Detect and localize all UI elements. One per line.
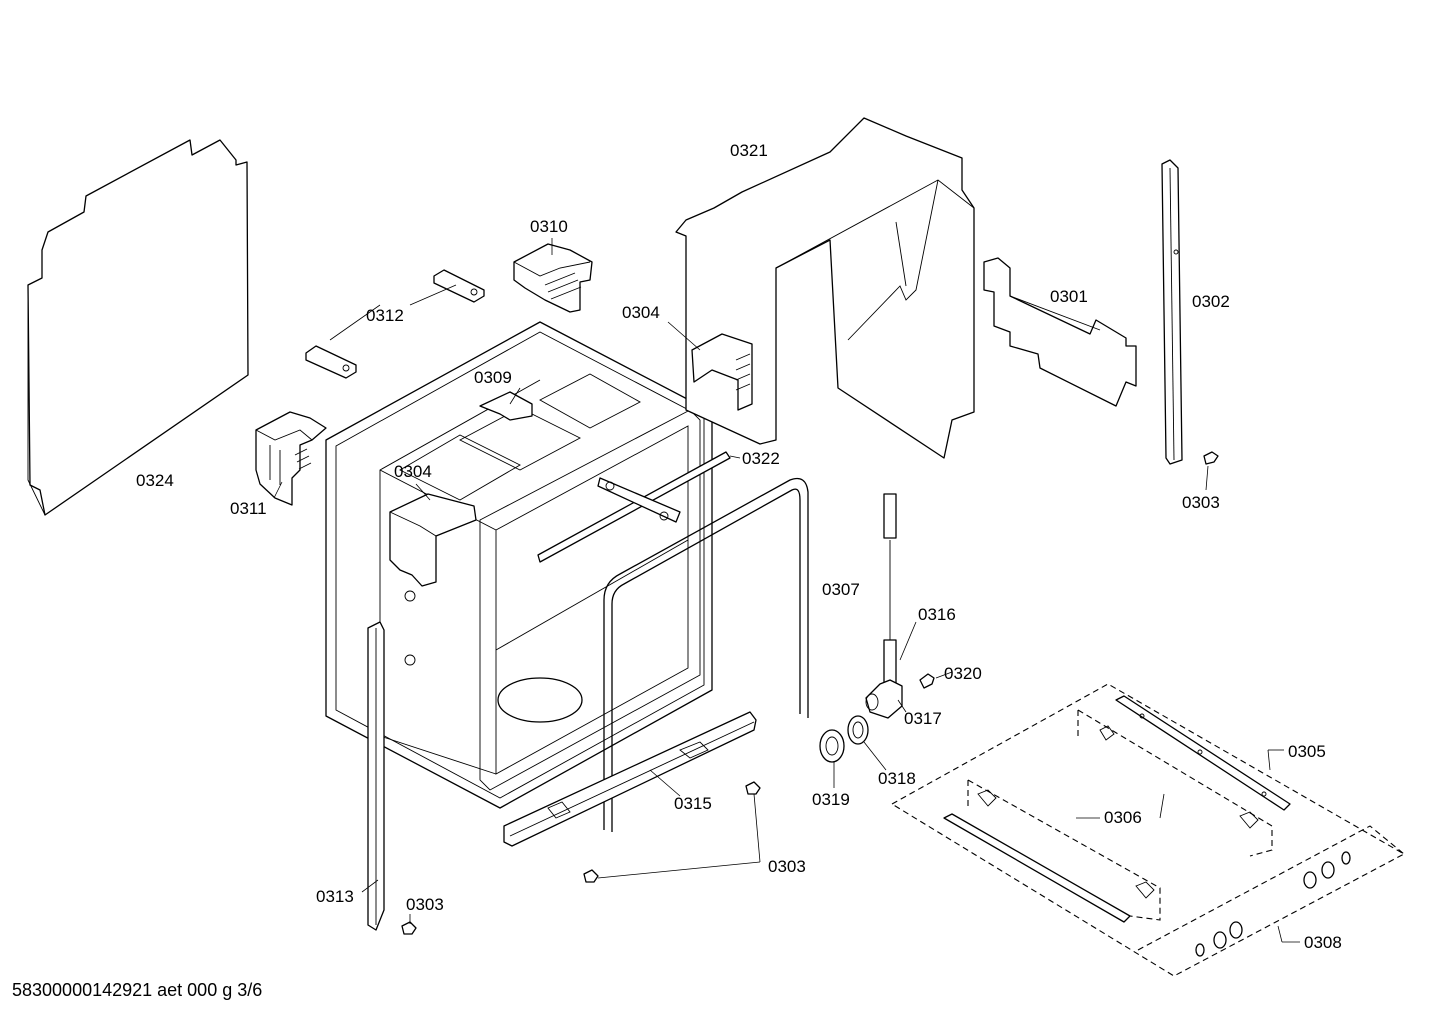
label-0307: 0307	[822, 580, 860, 599]
part-0319-disc[interactable]	[819, 729, 845, 763]
label-0320: 0320	[944, 664, 982, 683]
label-0306: 0306	[1104, 808, 1142, 827]
base-assembly-outline	[890, 683, 1406, 977]
label-0303-left: 0303	[406, 895, 444, 914]
label-0322: 0322	[742, 449, 780, 468]
part-0312-clip-b[interactable]	[433, 269, 485, 303]
part-0307-door-seal[interactable]	[603, 477, 809, 833]
label-0310: 0310	[530, 217, 568, 236]
diagram-caption: 58300000142921 aet 000 g 3/6	[12, 980, 263, 1000]
label-0301: 0301	[1050, 287, 1088, 306]
part-0303-screw-c[interactable]	[745, 781, 761, 795]
part-0311-bracket[interactable]	[255, 411, 327, 506]
part-0302-vertical-strip[interactable]	[1161, 159, 1183, 465]
label-0304-lower: 0304	[394, 462, 432, 481]
part-0322-rail[interactable]	[537, 451, 731, 563]
label-0315: 0315	[674, 794, 712, 813]
part-0303-screw-a[interactable]	[1203, 451, 1219, 465]
part-0304-bracket-lower[interactable]	[389, 493, 477, 587]
part-0308-wheels[interactable]	[1195, 851, 1351, 957]
part-labels: 0321 0310 0312 0304 0301 0302 0309 0322 …	[136, 141, 1342, 952]
label-0313: 0313	[316, 887, 354, 906]
part-0313-side-strip[interactable]	[367, 621, 385, 931]
part-0301-plate[interactable]	[983, 257, 1137, 407]
label-0312: 0312	[366, 306, 404, 325]
label-0303-right: 0303	[1182, 493, 1220, 512]
part-0315-base-strip[interactable]	[503, 711, 757, 847]
part-0318-ring[interactable]	[847, 715, 869, 745]
label-0319: 0319	[812, 790, 850, 809]
label-0309: 0309	[474, 368, 512, 387]
part-0316-hose[interactable]	[883, 493, 897, 685]
label-0318: 0318	[878, 769, 916, 788]
part-0312-clip-a[interactable]	[305, 345, 357, 379]
part-0305-rail[interactable]	[1115, 695, 1291, 811]
part-0324-side-panel[interactable]	[27, 139, 249, 516]
label-0311: 0311	[230, 499, 267, 518]
label-0308: 0308	[1304, 933, 1342, 952]
part-0306-rail[interactable]	[943, 725, 1259, 923]
label-0305: 0305	[1288, 742, 1326, 761]
label-0303-mid: 0303	[768, 857, 806, 876]
label-0302: 0302	[1192, 292, 1230, 311]
part-0317-fitting[interactable]	[865, 679, 903, 719]
part-0321-insulation-cover[interactable]	[675, 117, 975, 459]
label-0316: 0316	[918, 605, 956, 624]
label-0317: 0317	[904, 709, 942, 728]
label-0304-upper: 0304	[622, 303, 660, 322]
leader-lines	[273, 238, 1300, 943]
part-0304-bracket-upper[interactable]	[691, 333, 753, 411]
part-0303-screw-d[interactable]	[401, 921, 417, 935]
part-0303-screw-b[interactable]	[583, 869, 599, 883]
part-0310-bracket[interactable]	[513, 243, 593, 313]
label-0324: 0324	[136, 471, 174, 490]
label-0321: 0321	[730, 141, 768, 160]
part-0320-screw[interactable]	[919, 673, 935, 689]
